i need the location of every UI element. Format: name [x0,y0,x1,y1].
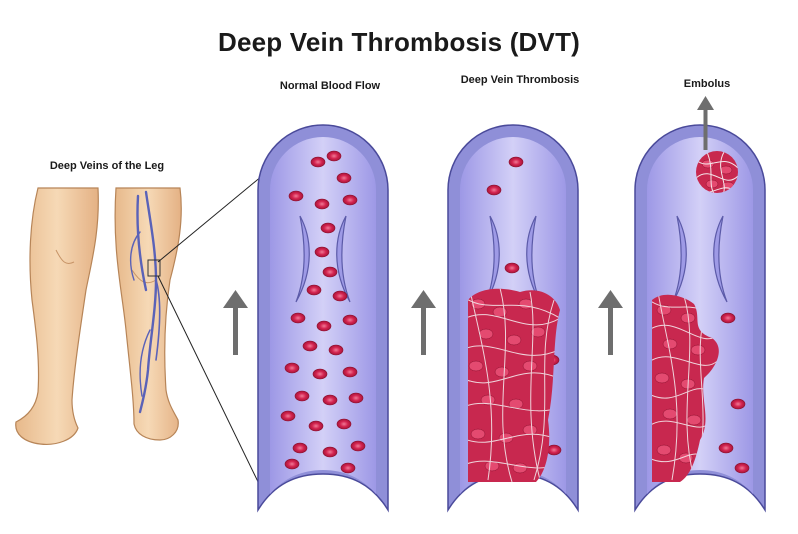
blood-cells-embolus [718,312,750,474]
vein-normal [257,124,389,513]
right-leg [114,187,182,441]
embolus [696,151,738,193]
zoom-box [147,259,161,277]
flow-arrow-1 [223,290,248,355]
flow-arrows [223,290,623,355]
deep-veins [129,190,161,414]
legs-label: Deep Veins of the Leg [49,160,165,172]
zoom-line-bottom [157,275,263,491]
vein-embolus [634,96,766,513]
embolus-arrow [697,96,714,150]
embolus-label: Embolus [683,78,731,90]
left-leg [15,187,99,445]
legs-illustration [15,175,263,491]
diagram-title: Deep Vein Thrombosis (DVT) [217,27,581,57]
normal-flow-label: Normal Blood Flow [279,80,381,92]
flow-arrow-3 [598,290,623,355]
zoom-line-top [157,175,263,263]
vein-dvt [447,124,579,513]
dvt-label: Deep Vein Thrombosis [460,74,580,86]
blood-cells-normal [280,150,366,474]
flow-arrow-2 [411,290,436,355]
thrombus [468,288,560,482]
